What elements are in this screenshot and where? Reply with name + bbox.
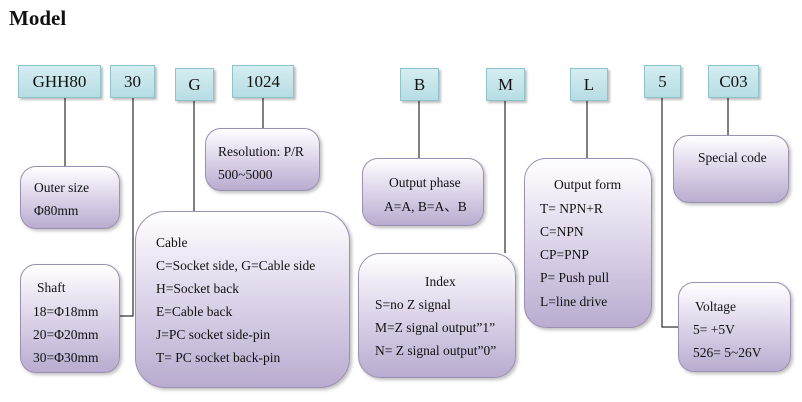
voltage-box: Voltage 5= +5V 526= 5~26V bbox=[678, 282, 791, 372]
output-form-option-l: L=line drive bbox=[540, 294, 608, 309]
code-box-index: M bbox=[486, 68, 525, 101]
output-form-title: Output form bbox=[554, 177, 622, 192]
shaft-option-30: 30=Φ30mm bbox=[33, 350, 99, 365]
cable-option-j: J=PC socket side-pin bbox=[156, 327, 271, 342]
code-box-voltage: 5 bbox=[644, 65, 681, 98]
voltage-option-526: 526= 5~26V bbox=[693, 345, 762, 360]
resolution-box: Resolution: P/R 500~5000 bbox=[205, 128, 320, 191]
cable-option-c-g: C=Socket side, G=Cable side bbox=[156, 258, 316, 273]
cable-box: Cable C=Socket side, G=Cable side H=Sock… bbox=[135, 211, 350, 388]
shaft-option-18: 18=Φ18mm bbox=[33, 304, 99, 319]
code-box-model: GHH80 bbox=[18, 65, 101, 98]
outer-size-title: Outer size bbox=[34, 180, 90, 195]
cable-title: Cable bbox=[156, 235, 188, 250]
index-option-n: N= Z signal output”0” bbox=[375, 343, 497, 358]
outer-size-value: Φ80mm bbox=[34, 203, 79, 218]
index-title: Index bbox=[425, 274, 456, 289]
resolution-range: 500~5000 bbox=[218, 167, 273, 182]
connector-voltage bbox=[661, 98, 678, 328]
shaft-box: Shaft 18=Φ18mm 20=Φ20mm 30=Φ30mm bbox=[20, 264, 120, 373]
code-box-phase: B bbox=[400, 68, 439, 101]
output-form-box: Output form T= NPN+R C=NPN CP=PNP P= Pus… bbox=[524, 158, 652, 328]
code-box-special: C03 bbox=[708, 65, 759, 98]
index-option-s: S=no Z signal bbox=[375, 297, 451, 312]
special-code-box: Special code bbox=[673, 135, 789, 203]
page-title: Model bbox=[9, 6, 67, 30]
index-box: Index S=no Z signal M=Z signal output”1”… bbox=[358, 253, 516, 378]
outer-size-box: Outer size Φ80mm bbox=[20, 166, 120, 229]
shaft-title: Shaft bbox=[37, 280, 66, 295]
code-box-output-form: L bbox=[570, 68, 608, 101]
output-form-option-t: T= NPN+R bbox=[540, 201, 603, 216]
cable-option-e: E=Cable back bbox=[156, 304, 233, 319]
connector-shaft bbox=[120, 98, 134, 317]
output-phase-title: Output phase bbox=[389, 175, 461, 190]
output-form-option-p: P= Push pull bbox=[540, 270, 610, 285]
resolution-label: Resolution: P/R bbox=[218, 144, 304, 159]
cable-option-h: H=Socket back bbox=[156, 281, 239, 296]
voltage-title: Voltage bbox=[695, 299, 736, 314]
cable-option-t: T= PC socket back-pin bbox=[156, 350, 281, 365]
output-form-option-cp: CP=PNP bbox=[540, 247, 589, 262]
special-code-title: Special code bbox=[698, 150, 767, 165]
output-form-option-c: C=NPN bbox=[540, 224, 584, 239]
code-box-resolution: 1024 bbox=[232, 65, 294, 98]
shaft-option-20: 20=Φ20mm bbox=[33, 327, 99, 342]
code-box-cable: G bbox=[175, 68, 214, 101]
output-phase-value: A=A, B=A、B bbox=[384, 199, 467, 214]
voltage-option-5: 5= +5V bbox=[693, 322, 735, 337]
index-option-m: M=Z signal output”1” bbox=[375, 320, 496, 335]
output-phase-box: Output phase A=A, B=A、B bbox=[362, 158, 484, 226]
code-box-outer: 30 bbox=[110, 65, 155, 98]
